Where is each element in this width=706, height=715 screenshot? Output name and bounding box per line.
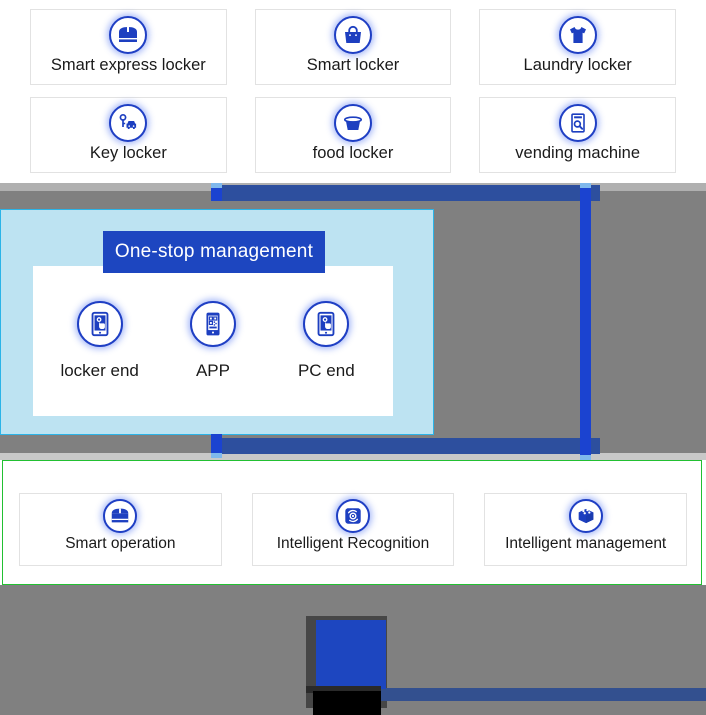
tshirt-icon xyxy=(558,16,597,54)
capabilities-panel: Smart operation Intelligent Recognition xyxy=(2,460,702,585)
endpoint-pc-end[interactable]: PC end xyxy=(271,301,381,381)
endpoint-locker-end[interactable]: locker end xyxy=(45,301,155,381)
card-label: vending machine xyxy=(515,144,641,162)
card-intelligent-management[interactable]: Intelligent management xyxy=(484,493,688,566)
cube-dots-icon xyxy=(568,499,603,533)
key-car-icon xyxy=(109,104,148,142)
card-smart-locker[interactable]: Smart locker xyxy=(254,9,452,85)
card-label: Smart operation xyxy=(65,535,176,552)
connector-bar-middle xyxy=(215,438,600,454)
document-scan-icon xyxy=(558,104,597,142)
card-intelligent-recognition[interactable]: Intelligent Recognition xyxy=(251,493,455,566)
card-label: Smart locker xyxy=(306,56,400,74)
decorative-block-strip xyxy=(306,686,381,693)
product-types-panel: Smart express locker Smart locker xyxy=(0,0,706,183)
connector-vertical-left-bottom xyxy=(211,434,222,458)
tablet-touch-icon xyxy=(303,301,350,347)
tablet-touch-icon xyxy=(76,301,123,347)
decorative-block-blue xyxy=(316,620,386,689)
management-endpoints-list: locker end APP xyxy=(33,266,393,416)
connector-vertical-left-top xyxy=(211,183,222,201)
card-label: Intelligent management xyxy=(505,535,667,552)
package-box-icon xyxy=(109,16,148,54)
card-vending-machine[interactable]: vending machine xyxy=(479,97,676,173)
connector-bar-top xyxy=(215,185,600,201)
endpoint-app[interactable]: APP xyxy=(158,301,268,381)
connector-vertical-right xyxy=(580,183,591,460)
package-box-icon xyxy=(103,499,138,533)
one-stop-management-title: One-stop management xyxy=(103,231,325,273)
card-smart-express-locker[interactable]: Smart express locker xyxy=(30,9,227,85)
endpoint-label: APP xyxy=(195,361,230,380)
card-label: Intelligent Recognition xyxy=(276,535,430,552)
card-smart-operation[interactable]: Smart operation xyxy=(19,493,222,566)
phone-qr-icon xyxy=(189,301,236,347)
card-laundry-locker[interactable]: Laundry locker xyxy=(479,9,676,85)
card-key-locker[interactable]: Key locker xyxy=(30,97,227,173)
card-label: food locker xyxy=(312,144,394,162)
food-container-icon xyxy=(333,104,372,142)
card-label: Laundry locker xyxy=(523,56,632,74)
card-label: Smart express locker xyxy=(50,56,206,74)
connector-cap-left-top xyxy=(211,183,222,188)
connector-bar-bottom xyxy=(378,688,706,701)
background-band-lightgray2 xyxy=(0,453,706,460)
management-endpoints-card: locker end APP xyxy=(33,266,393,416)
card-label: Key locker xyxy=(89,144,167,162)
connector-cap-left-bottom xyxy=(211,453,222,458)
connector-cap-right-bottom xyxy=(580,455,591,460)
endpoint-label: locker end xyxy=(60,361,139,380)
handbag-icon xyxy=(333,16,372,54)
endpoint-label: PC end xyxy=(297,361,355,380)
card-food-locker[interactable]: food locker xyxy=(254,97,452,173)
product-types-grid: Smart express locker Smart locker xyxy=(30,9,676,173)
connector-cap-right-top xyxy=(580,183,591,188)
decorative-block-black xyxy=(313,691,381,715)
scan-recognition-icon xyxy=(336,499,370,533)
capabilities-grid: Smart operation Intelligent Recognition xyxy=(19,493,688,566)
